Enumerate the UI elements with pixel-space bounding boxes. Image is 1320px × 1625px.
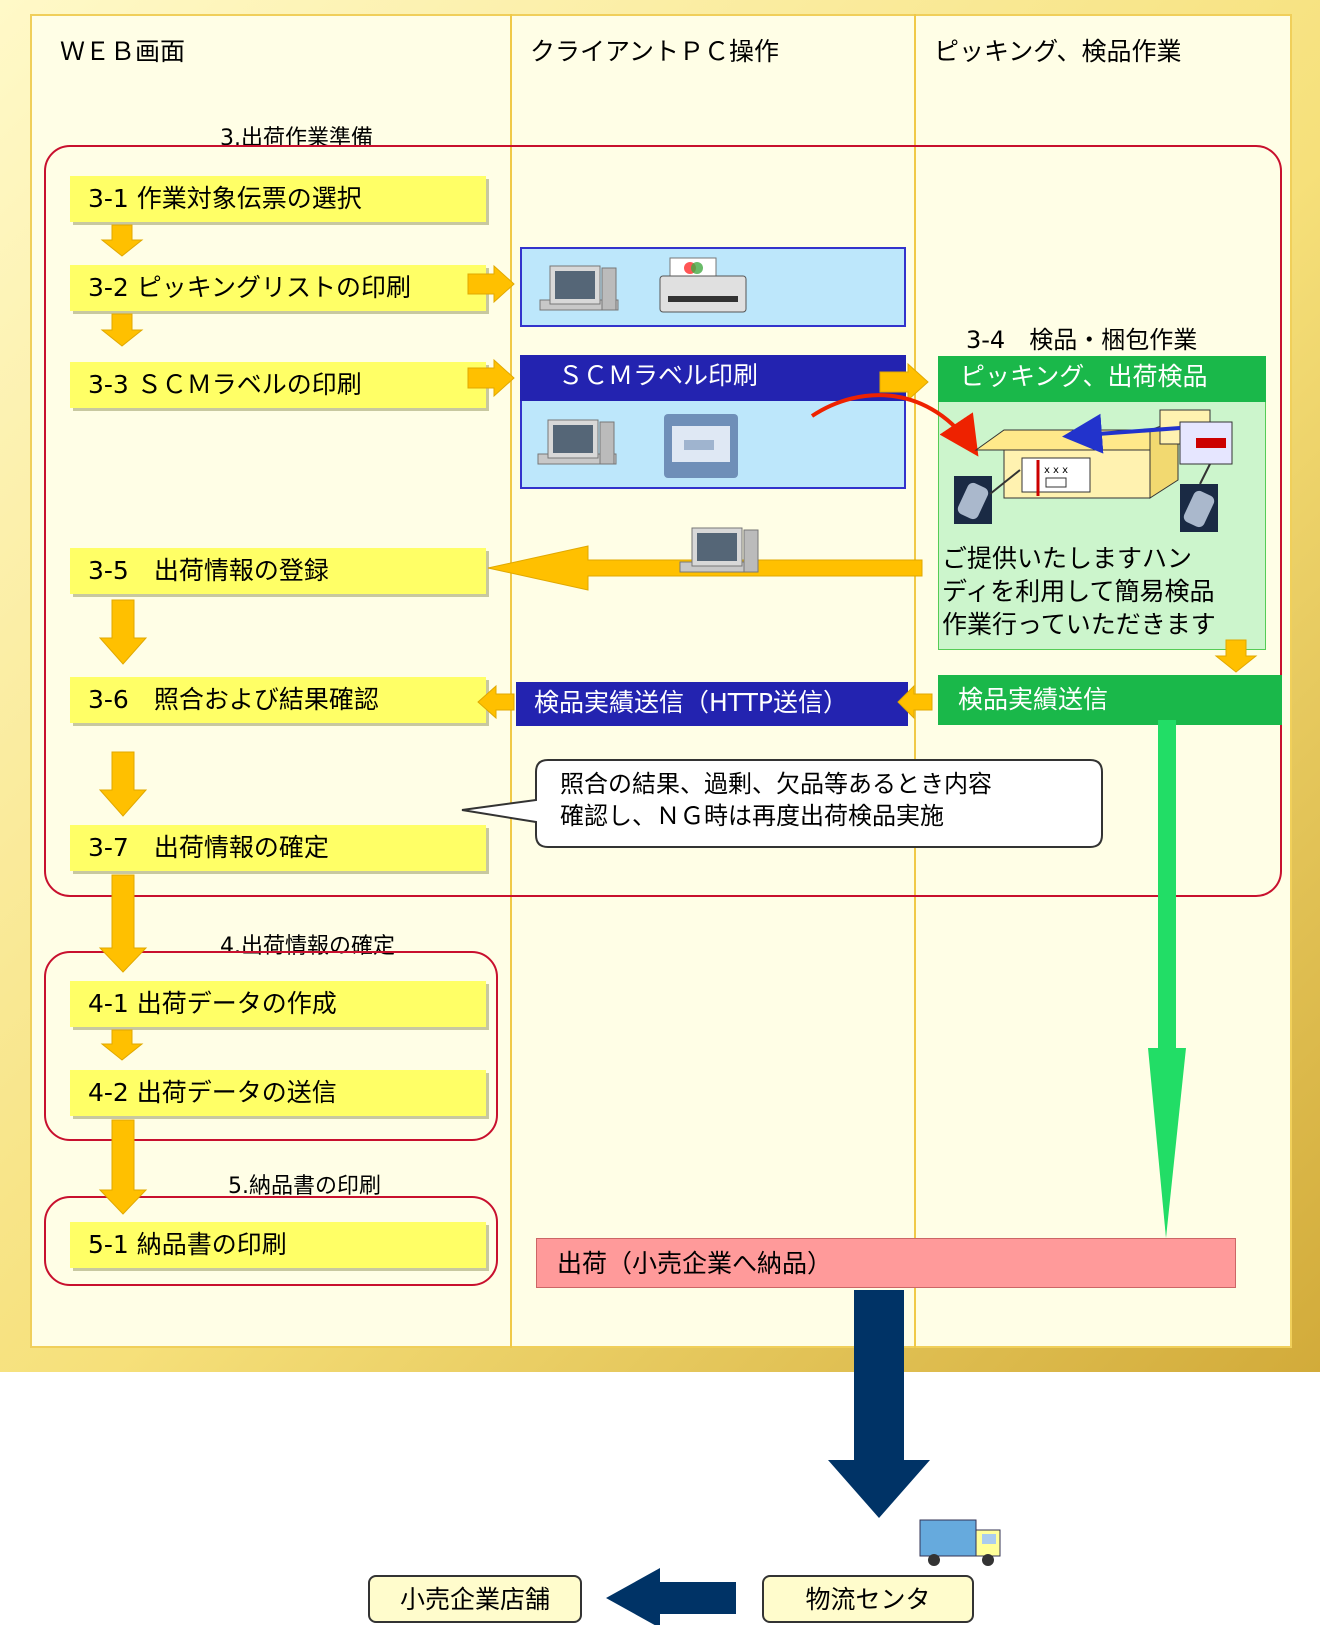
arrow-left-navy — [606, 1568, 736, 1625]
logistics-center-box: 物流センタ — [762, 1575, 974, 1623]
label-printer-icon — [664, 414, 738, 478]
callout-line-1: 照合の結果、過剰、欠品等あるとき内容 — [560, 770, 992, 798]
label-curve-arrow — [810, 393, 979, 457]
arrow-down-3-5-to-3-6 — [98, 599, 148, 665]
section-box-4 — [44, 951, 498, 1141]
section-box-5 — [44, 1196, 498, 1286]
scm-label-print-bar: ＳＣＭラベル印刷 — [520, 355, 906, 401]
arrow-right-client-to-picking — [879, 362, 929, 402]
handy-note-line-3: 作業行っていただきます — [942, 610, 1216, 639]
inspection-send-bar: 検品実績送信 — [938, 675, 1282, 725]
lane-divider-1 — [510, 14, 512, 1348]
box-label-marks: x x x — [1044, 465, 1068, 476]
desktop-pc-icon — [679, 527, 759, 573]
step-3-1: 3-1 作業対象伝票の選択 — [70, 176, 486, 222]
arrow-down-navy — [828, 1290, 930, 1518]
retail-store-box: 小売企業店舗 — [368, 1575, 582, 1623]
step-3-2: 3-2 ピッキングリストの印刷 — [70, 265, 486, 311]
arrow-down-4-2-to-5-1 — [98, 1119, 148, 1215]
desktop-pc-icon — [537, 419, 617, 465]
desktop-pc-icon — [539, 265, 619, 311]
section-box-3 — [44, 145, 1282, 897]
step-4-2: 4-2 出荷データの送信 — [70, 1070, 486, 1116]
lane-divider-2 — [914, 14, 916, 1348]
picking-inspection-bar: ピッキング、出荷検品 — [938, 356, 1266, 402]
section-title-5: 5.納品書の印刷 — [228, 1174, 381, 1199]
delivery-truck-icon — [919, 1519, 1001, 1566]
printer-icon — [659, 257, 747, 313]
step-3-5: 3-5 出荷情報の登録 — [70, 548, 486, 594]
arrow-down-3-2-to-3-3 — [100, 313, 144, 347]
shipment-bar: 出荷（小売企業へ納品） — [536, 1238, 1236, 1288]
arrow-down-4-1-to-4-2 — [100, 1029, 144, 1061]
arrow-right-3-2-to-client — [467, 264, 515, 304]
arrow-down-3-6-to-3-7 — [98, 751, 148, 817]
callout-line-2: 確認し、ＮＧ時は再度出荷検品実施 — [560, 802, 944, 830]
step-5-1: 5-1 納品書の印刷 — [70, 1222, 486, 1268]
callout-bubble — [461, 759, 1103, 848]
arrow-left-picking-to-client — [897, 684, 933, 720]
step-3-3: 3-3 ＳＣＭラベルの印刷 — [70, 362, 486, 408]
box-transfer-arrow — [1062, 413, 1181, 454]
section-title-4: 4.出荷情報の確定 — [220, 934, 395, 959]
handy-terminal-icon — [954, 476, 992, 524]
arrow-left-client-to-3-6 — [477, 684, 515, 720]
arrow-down-inspection-to-send — [1214, 639, 1258, 673]
arrow-down-3-1-to-3-2 — [100, 224, 144, 257]
column-header-web: ＷＥＢ画面 — [60, 37, 186, 66]
arrow-right-3-3-to-client — [467, 358, 515, 398]
step-4-1: 4-1 出荷データの作成 — [70, 981, 486, 1027]
step-3-6: 3-6 照合および結果確認 — [70, 677, 486, 723]
step-3-4-title: 3-4 検品・梱包作業 — [966, 326, 1198, 354]
handy-note-line-2: ディを利用して簡易検品 — [942, 577, 1215, 606]
step-3-7: 3-7 出荷情報の確定 — [70, 825, 486, 871]
handy-terminal-icon — [1180, 484, 1218, 532]
handy-note-line-1: ご提供いたしますハン — [942, 544, 1193, 573]
arrow-down-3-7-to-4-1 — [98, 874, 148, 973]
column-header-client: クライアントＰＣ操作 — [530, 37, 780, 66]
inspection-send-http-bar: 検品実績送信（HTTP送信） — [516, 682, 908, 726]
column-header-picking: ピッキング、検品作業 — [934, 37, 1182, 66]
